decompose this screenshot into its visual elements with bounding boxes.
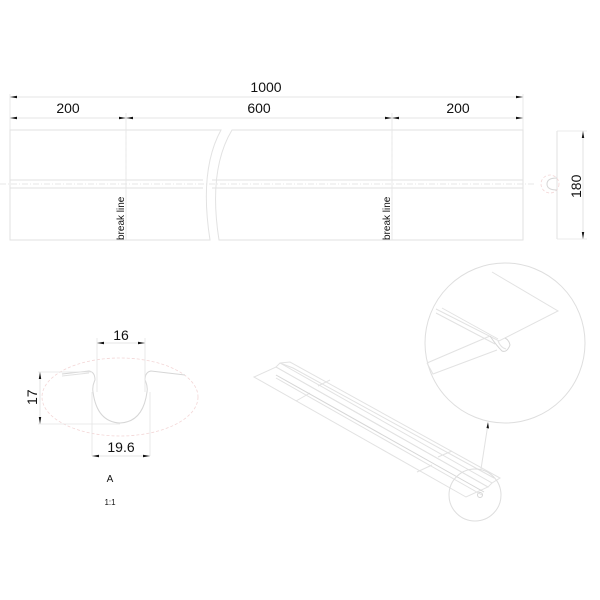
section-detail: 16 17 19.6 A 1:1 bbox=[24, 327, 199, 507]
segment-middle-label: 600 bbox=[247, 100, 271, 116]
overall-length-label: 1000 bbox=[250, 79, 281, 95]
top-width-label: 16 bbox=[113, 327, 129, 343]
bottom-width-label: 19.6 bbox=[107, 439, 134, 455]
segment-right-label: 200 bbox=[446, 100, 470, 116]
scale-label: 1:1 bbox=[104, 498, 116, 507]
break-line-label-left: break line bbox=[116, 196, 127, 240]
view-label: A bbox=[107, 474, 114, 485]
height-label: 180 bbox=[568, 174, 584, 198]
break-line-label-right: break line bbox=[382, 196, 393, 240]
strip-outline bbox=[0, 129, 535, 241]
isometric-view bbox=[252, 262, 586, 522]
segment-dimensions: 200 600 200 bbox=[10, 100, 523, 240]
side-view: 180 bbox=[540, 130, 587, 240]
segment-left-label: 200 bbox=[56, 100, 80, 116]
depth-label: 17 bbox=[24, 389, 40, 405]
front-view: 1000 200 600 200 bbox=[0, 79, 535, 241]
overall-dimension: 1000 bbox=[9, 79, 524, 130]
